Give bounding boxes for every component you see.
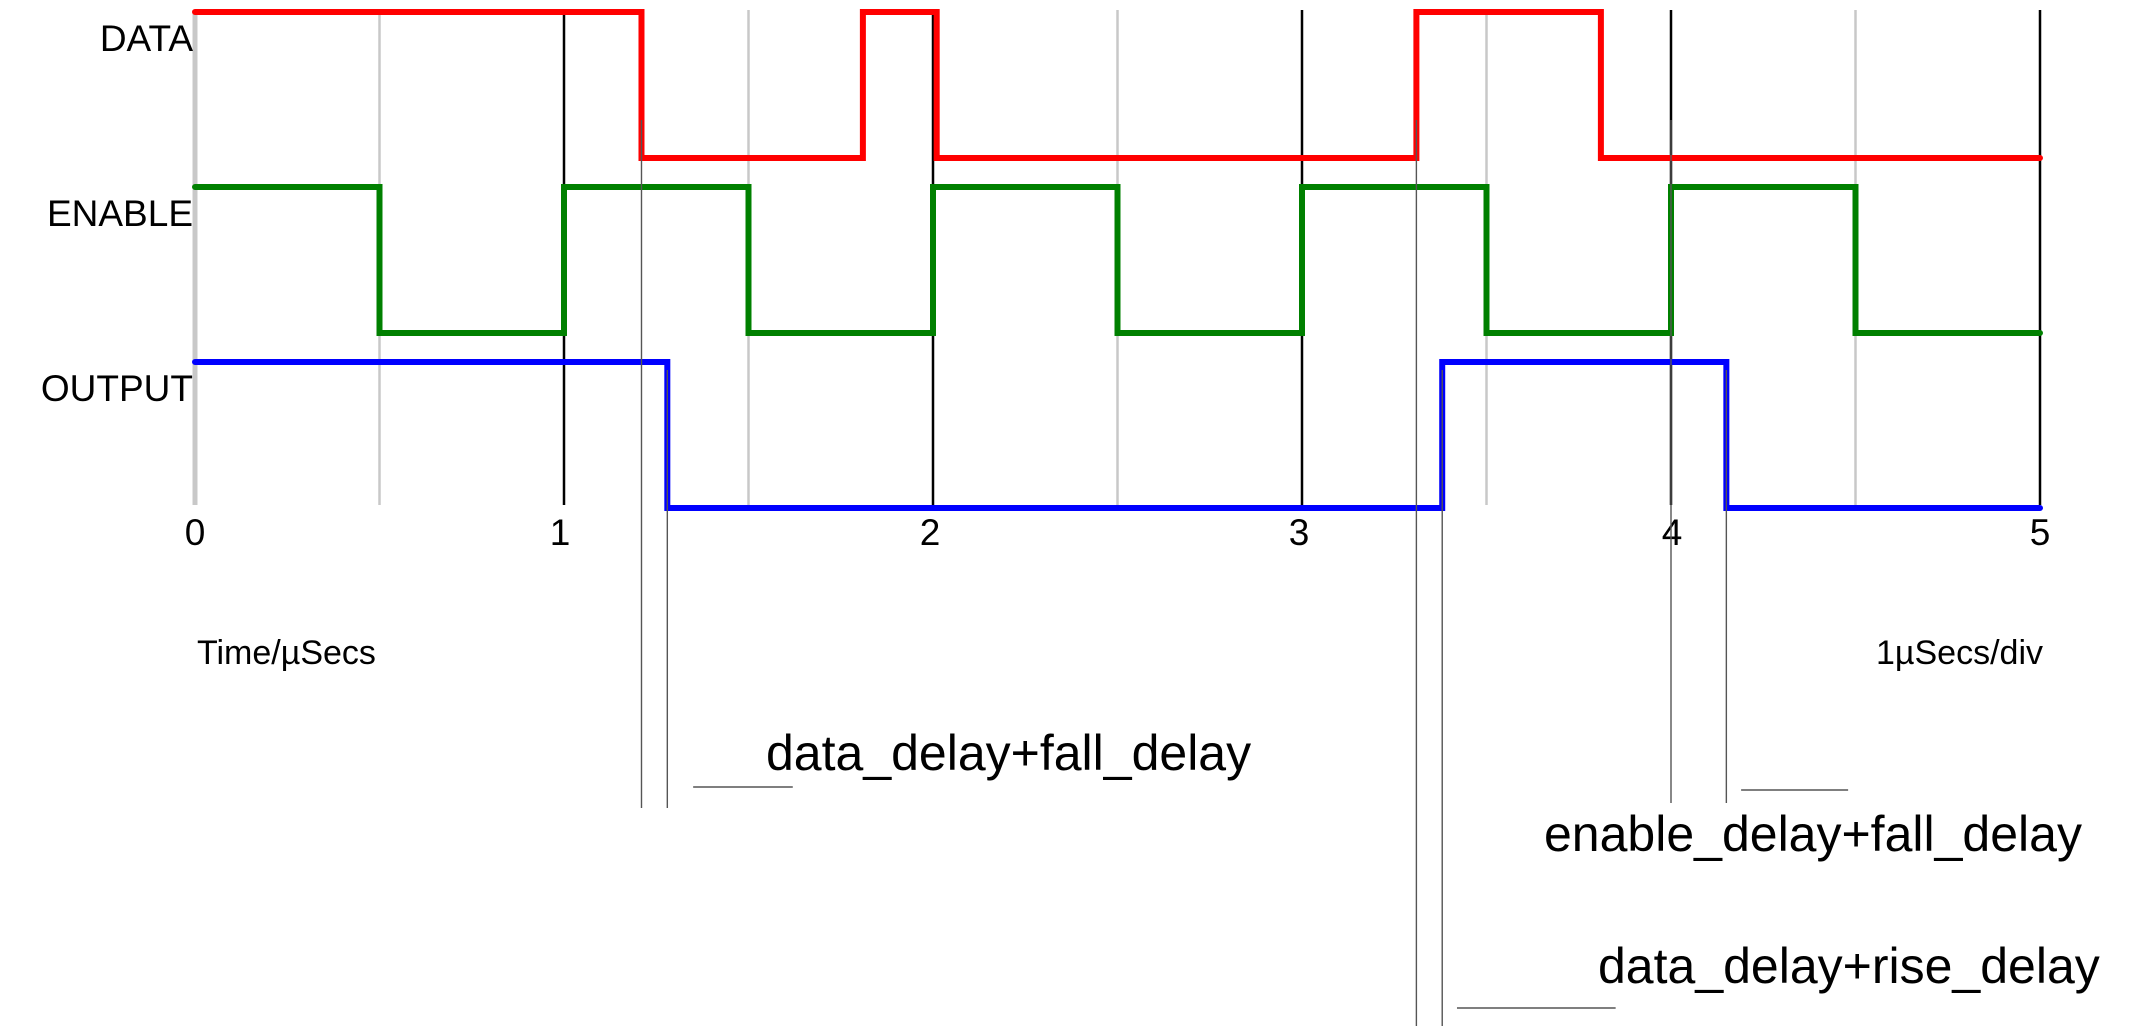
time-scale-label: 1µSecs/div bbox=[1876, 634, 2043, 672]
tick-label-2: 2 bbox=[920, 512, 941, 553]
tick-label-4: 4 bbox=[1662, 512, 1683, 553]
tick-label-5: 5 bbox=[2030, 512, 2051, 553]
tick-label-1: 1 bbox=[550, 512, 571, 553]
time-tick-labels: 0 1 2 3 4 5 bbox=[185, 512, 2051, 553]
annotation-label-data-fall: data_delay+fall_delay bbox=[766, 725, 1251, 781]
tick-label-0: 0 bbox=[185, 512, 206, 553]
signal-label-enable: ENABLE bbox=[47, 193, 193, 234]
signal-labels: DATA ENABLE OUTPUT bbox=[41, 18, 193, 409]
signal-label-output: OUTPUT bbox=[41, 368, 193, 409]
delay-annotations bbox=[640, 120, 1849, 1026]
signal-label-data: DATA bbox=[100, 18, 194, 59]
tick-label-3: 3 bbox=[1289, 512, 1310, 553]
trace-enable bbox=[192, 184, 2043, 336]
time-axis-label: Time/µSecs bbox=[197, 634, 376, 672]
annotation-label-data-rise: data_delay+rise_delay bbox=[1598, 938, 2100, 994]
annotation-label-enable-fall: enable_delay+fall_delay bbox=[1544, 806, 2082, 862]
